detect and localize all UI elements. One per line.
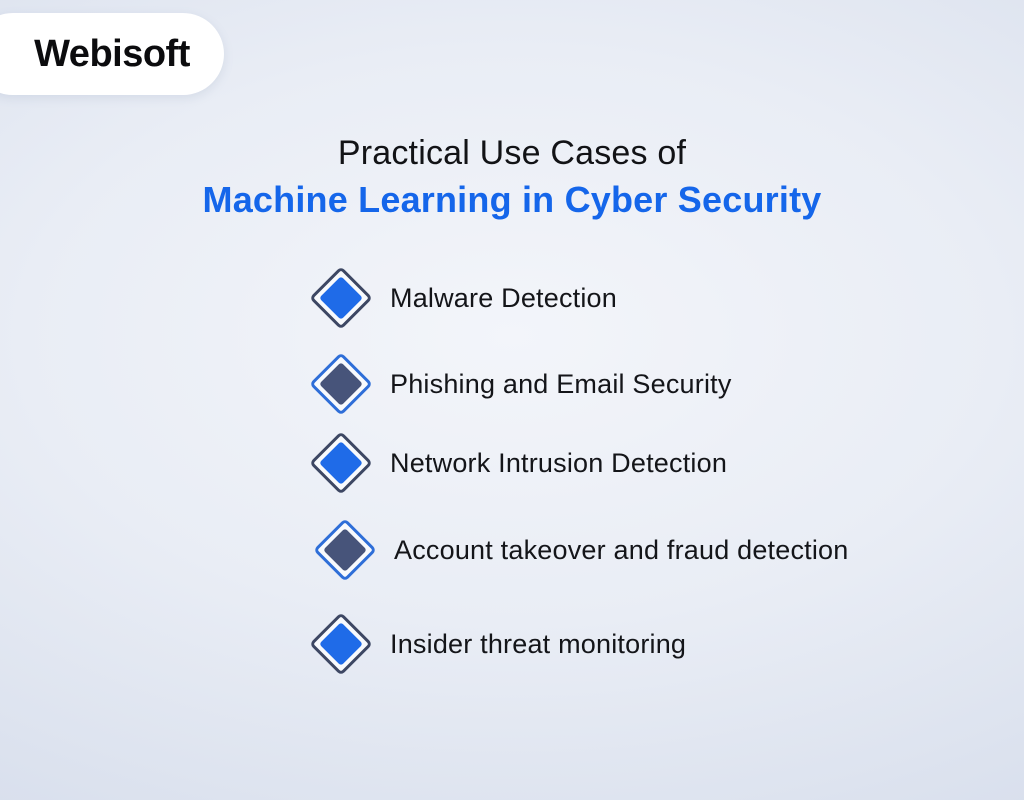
page-title: Practical Use Cases of Machine Learning … bbox=[0, 131, 1024, 224]
use-case-row-insider-threat-monitoring: Insider threat monitoring bbox=[308, 611, 686, 677]
use-case-row-malware-detection: Malware Detection bbox=[308, 265, 617, 331]
use-case-label: Malware Detection bbox=[390, 282, 617, 313]
webisoft-logo-pill: Webisoft bbox=[0, 13, 224, 95]
use-case-label: Network Intrusion Detection bbox=[390, 447, 728, 478]
diamond-icon bbox=[308, 430, 374, 496]
use-case-label: Insider threat monitoring bbox=[390, 628, 687, 659]
webisoft-logo-text: Webisoft bbox=[34, 32, 190, 75]
diamond-icon bbox=[308, 265, 374, 331]
use-case-label: Phishing and Email Security bbox=[390, 368, 732, 399]
use-case-row-phishing-email-security: Phishing and Email Security bbox=[308, 351, 732, 417]
title-line-1: Practical Use Cases of bbox=[337, 134, 687, 172]
use-case-row-network-intrusion-detection: Network Intrusion Detection bbox=[308, 430, 727, 496]
diamond-icon bbox=[312, 517, 378, 583]
diamond-icon bbox=[308, 351, 374, 417]
use-case-row-account-takeover-fraud-detection: Account takeover and fraud detection bbox=[312, 517, 849, 583]
use-case-label: Account takeover and fraud detection bbox=[394, 534, 849, 565]
diamond-icon bbox=[308, 611, 374, 677]
title-line-2: Machine Learning in Cyber Security bbox=[202, 178, 822, 220]
